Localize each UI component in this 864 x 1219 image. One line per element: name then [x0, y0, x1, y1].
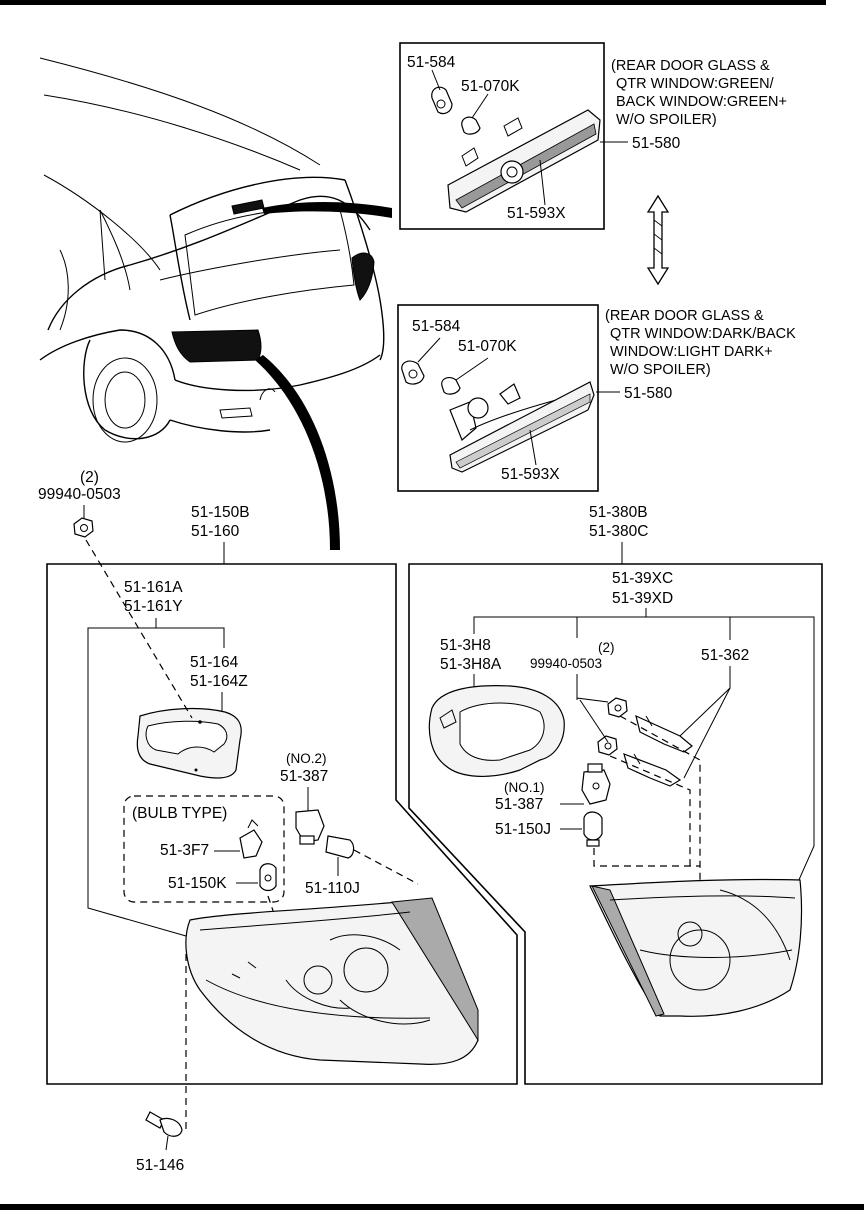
left-nut-part: 99940-0503	[38, 486, 121, 503]
lower-note-line-3: WINDOW:LIGHT DARK+	[610, 344, 773, 360]
left-rear-lamp-assembly: (2) 99940-0503 51-150B 51-160 51-161A 51…	[38, 469, 518, 1174]
right-nut-qty: (2)	[598, 640, 615, 655]
left-gasket-1: 51-164	[190, 654, 239, 671]
right-bracket-icon-2	[623, 753, 682, 787]
right-rear-lamp-assembly: 51-380B 51-380C 51-39XC 51-39XD 51-3H8 5…	[408, 504, 823, 1085]
double-arrow-icon	[646, 194, 670, 286]
left-gasket-2: 51-164Z	[190, 673, 248, 690]
left-nut-icon	[73, 517, 94, 538]
upper-note-line-4: W/O SPOILER)	[616, 112, 717, 128]
upper-note-line-1: (REAR DOOR GLASS &	[611, 58, 770, 74]
bottom-rule	[0, 1204, 864, 1210]
bulb-type-box	[123, 795, 285, 903]
upper-label-assembly: 51-580	[632, 135, 681, 152]
left-wedge-bulb-icon	[325, 835, 355, 859]
car-rear-view	[39, 57, 392, 550]
left-clip: 51-146	[136, 1157, 184, 1174]
upper-label-bulb: 51-070K	[461, 78, 520, 95]
left-gasket-icon	[136, 707, 242, 779]
left-header-1: 51-150B	[191, 504, 250, 521]
right-nut-icon-2	[597, 735, 618, 756]
lower-stop-lamp-housing	[449, 381, 595, 473]
lower-box-frame	[397, 304, 599, 492]
left-bulb: 51-150K	[168, 875, 227, 892]
upper-label-lens: 51-593X	[507, 205, 566, 222]
upper-socket-icon	[431, 86, 453, 115]
upper-bulb-icon	[461, 116, 481, 135]
left-socket-no2-icon	[295, 809, 325, 845]
right-bulb-icon	[583, 811, 603, 847]
right-cover-1: 51-3H8	[440, 637, 491, 654]
right-socket-no1: 51-387	[495, 796, 543, 813]
right-bracket-icon-1	[635, 714, 693, 753]
right-cover-icon	[428, 685, 565, 777]
lower-note-line-4: W/O SPOILER)	[610, 362, 711, 378]
lower-label-socket: 51-584	[412, 318, 461, 335]
left-bulb-icon	[259, 863, 277, 892]
lower-note-line-1: (REAR DOOR GLASS &	[605, 308, 764, 324]
left-nut-qty: (2)	[80, 469, 99, 486]
left-gasket-group-2: 51-161Y	[124, 598, 183, 615]
left-bulb-socket: 51-3F7	[160, 842, 209, 859]
right-header-2: 51-380C	[589, 523, 648, 540]
lower-label-assembly: 51-580	[624, 385, 673, 402]
right-socket-no1-icon	[581, 763, 611, 805]
right-socket-no1-qty: (NO.1)	[504, 780, 545, 795]
left-bulb-socket-icon	[239, 819, 263, 859]
right-header-1: 51-380B	[589, 504, 648, 521]
lower-variant-box: 51-584 51-070K 51-593X 51-580 (REAR DOOR…	[397, 304, 796, 492]
lower-label-bulb: 51-070K	[458, 338, 517, 355]
right-group-1: 51-39XC	[612, 570, 673, 587]
left-combination-lamp-icon	[185, 897, 479, 1065]
upper-note-line-3: BACK WINDOW:GREEN+	[616, 94, 787, 110]
right-bracket: 51-362	[701, 647, 749, 664]
left-socket-no2: 51-387	[280, 768, 328, 785]
right-box-frame	[408, 563, 823, 1085]
right-bulb: 51-150J	[495, 821, 551, 838]
left-header-2: 51-160	[191, 523, 240, 540]
lower-note-line-2: QTR WINDOW:DARK/BACK	[610, 326, 796, 342]
left-box-frame	[46, 563, 518, 1085]
upper-note-line-2: QTR WINDOW:GREEN/	[616, 76, 775, 92]
upper-stop-lamp-housing	[447, 109, 601, 213]
bulb-type-title: (BULB TYPE)	[132, 805, 227, 822]
upper-variant-box: 51-584 51-070K 51-593X 51-580 (REAR DOOR…	[399, 42, 787, 230]
left-socket-no2-qty: (NO.2)	[286, 751, 327, 766]
lower-bulb-icon	[441, 376, 461, 395]
upper-box-frame	[399, 42, 605, 230]
left-clip-icon	[145, 1111, 183, 1151]
left-gasket-group-1: 51-161A	[124, 579, 183, 596]
right-combination-lamp-icon	[589, 878, 803, 1017]
right-nut-icon-1	[607, 697, 628, 718]
top-rule	[0, 0, 826, 5]
left-bulb-wedge: 51-110J	[305, 880, 360, 897]
right-group-2: 51-39XD	[612, 590, 673, 607]
lower-socket-icon	[401, 360, 425, 385]
upper-label-socket: 51-584	[407, 54, 456, 71]
right-cover-2: 51-3H8A	[440, 656, 502, 673]
right-nut-part: 99940-0503	[530, 656, 602, 671]
lower-label-lens: 51-593X	[501, 466, 560, 483]
